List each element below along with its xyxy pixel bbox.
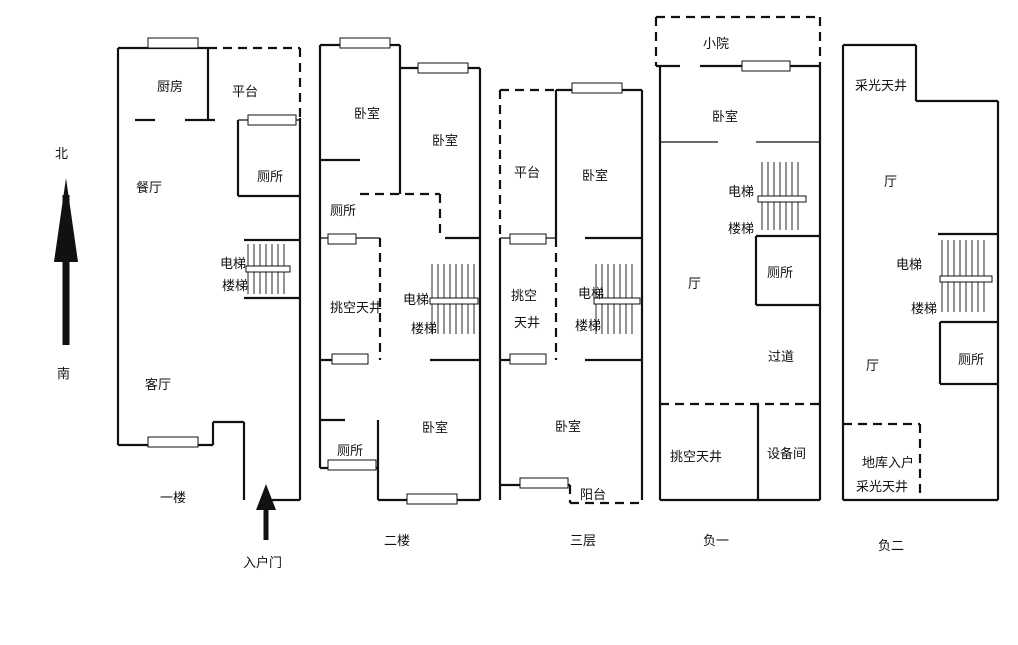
room-label: 采光天井: [856, 480, 908, 495]
basement-2-plan: 采光天井 厅 电梯 楼梯 厕所 厅 地库入户 采光天井 负二: [841, 43, 1000, 554]
room-label: 平台: [232, 85, 258, 100]
floor-1-plan: 厨房 平台 厕所 餐厅 电梯 楼梯 客厅 一楼 入户门: [116, 37, 302, 571]
room-label: 客厅: [145, 377, 171, 393]
room-label: 电梯: [896, 258, 922, 273]
floor-title: 负二: [878, 539, 904, 554]
room-label: 卧室: [354, 106, 380, 122]
south-label: 南: [57, 366, 70, 382]
room-label: 楼梯: [222, 279, 248, 294]
room-label: 平台: [514, 166, 540, 181]
room-label: 卧室: [582, 168, 608, 184]
room-label: 厨房: [157, 79, 183, 95]
room-label: 厅: [688, 277, 701, 292]
room-label: 天井: [514, 316, 540, 331]
room-label: 厅: [884, 175, 897, 190]
room-label: 电梯: [578, 287, 604, 302]
room-label: 小院: [703, 37, 729, 52]
room-label: 电梯: [403, 293, 429, 308]
room-label: 餐厅: [136, 180, 162, 196]
entrance-label: 入户门: [243, 555, 282, 571]
room-label: 过道: [768, 350, 794, 365]
room-label: 卧室: [432, 133, 458, 149]
basement-1-stairs-icon: [757, 162, 807, 230]
room-label: 地库入户: [862, 455, 914, 471]
room-label: 厅: [866, 359, 879, 374]
room-label: 挑空天井: [330, 301, 382, 316]
floor-title: 负一: [703, 534, 729, 549]
room-label: 厕所: [330, 204, 356, 219]
floor-title: 三层: [570, 534, 596, 549]
floor-2-plan: 卧室 卧室 厕所 挑空天井 电梯 楼梯 厕所 卧室 二楼: [318, 37, 482, 549]
basement-1-plan: 小院 卧室 电梯 楼梯 厅 厕所 过道 挑空天井 设备间 负一: [654, 15, 822, 549]
room-label: 挑空: [511, 289, 537, 304]
room-label: 楼梯: [728, 222, 754, 237]
basement-2-stairs-icon: [939, 240, 993, 312]
room-label: 卧室: [555, 419, 581, 435]
room-label: 厕所: [337, 444, 363, 459]
room-label: 卧室: [712, 109, 738, 125]
room-label: 挑空天井: [670, 450, 722, 465]
room-label: 采光天井: [855, 79, 907, 94]
floor-3-plan: 平台 卧室 挑空 天井 电梯 楼梯 卧室 阳台 三层: [498, 82, 644, 549]
room-label: 楼梯: [911, 302, 937, 317]
entrance-arrow-icon: [256, 484, 276, 540]
room-label: 楼梯: [575, 319, 601, 334]
floor-1-stairs-icon: [245, 244, 291, 294]
room-label: 厕所: [257, 170, 283, 185]
room-label: 阳台: [580, 488, 606, 503]
floor-title: 一楼: [160, 491, 186, 506]
compass: 北 南: [54, 147, 78, 382]
room-label: 厕所: [767, 266, 793, 281]
floor-2-stairs-icon: [429, 264, 479, 334]
room-label: 电梯: [220, 257, 246, 272]
north-arrow-icon: [54, 178, 78, 262]
north-label: 北: [55, 147, 68, 162]
room-label: 卧室: [422, 420, 448, 436]
room-label: 设备间: [767, 446, 806, 462]
floor-3-stairs-icon: [593, 264, 641, 334]
room-label: 厕所: [958, 353, 984, 368]
floor-title: 二楼: [384, 534, 410, 549]
room-label: 楼梯: [411, 322, 437, 337]
room-label: 电梯: [728, 185, 754, 200]
